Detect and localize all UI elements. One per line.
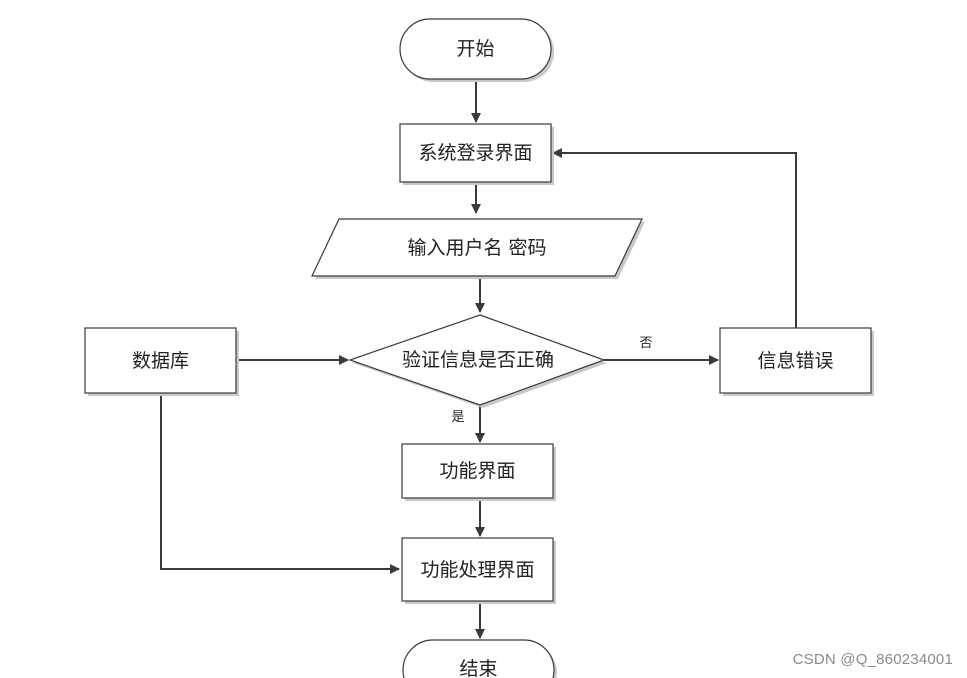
edge-label-no: 否: [639, 336, 652, 351]
process-node: 功能处理界面: [401, 537, 556, 604]
database-node: 数据库: [84, 327, 239, 396]
edge-label-yes: 是: [451, 410, 464, 425]
function-label: 功能界面: [439, 460, 515, 482]
end-node: 结束: [402, 639, 557, 678]
edges: [160, 79, 797, 639]
input-label: 输入用户名 密码: [407, 237, 546, 259]
error-label: 信息错误: [757, 350, 833, 372]
login-node: 系统登录界面: [399, 123, 554, 185]
verify-label: 验证信息是否正确: [402, 349, 554, 371]
start-node: 开始: [399, 18, 554, 82]
function-node: 功能界面: [401, 443, 556, 501]
input-node: 输入用户名 密码: [311, 218, 645, 279]
start-label: 开始: [456, 38, 494, 60]
process-label: 功能处理界面: [420, 559, 534, 581]
watermark-text: CSDN @Q_860234001: [792, 651, 953, 668]
database-label: 数据库: [132, 350, 189, 372]
verify-node: 验证信息是否正确: [348, 314, 607, 408]
edge-database-to-process: [160, 393, 400, 574]
login-label: 系统登录界面: [418, 142, 532, 164]
end-label: 结束: [459, 658, 497, 678]
error-node: 信息错误: [719, 327, 874, 396]
edge-error-to-login: [552, 148, 797, 328]
